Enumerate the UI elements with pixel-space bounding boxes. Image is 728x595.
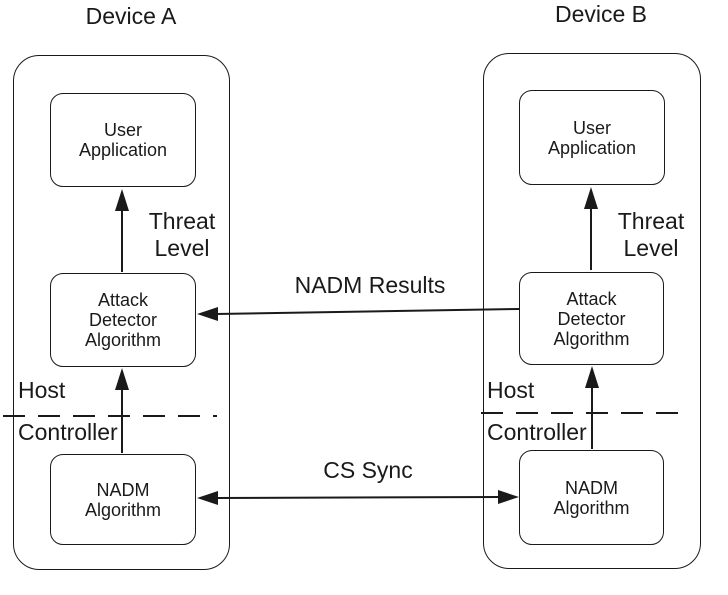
arrow-shaft — [215, 308, 520, 315]
device-b-attack-detector-box: Attack Detector Algorithm — [519, 272, 664, 365]
box-text-line: Algorithm — [553, 328, 630, 349]
device-a-controller-label: Controller — [18, 419, 118, 445]
device-a-attack-detector-box: Attack Detector Algorithm — [50, 273, 196, 367]
device-b-title: Device B — [554, 1, 648, 27]
cs-sync-label: CS Sync — [323, 457, 413, 483]
arrow-shaft — [215, 496, 501, 499]
box-text-line: Attack — [566, 288, 617, 309]
box-text-line: Application — [78, 140, 168, 160]
device-a-user-application-box: User Application — [50, 93, 196, 187]
box-text-line: Detector — [557, 308, 626, 329]
device-a-threat-level-label: Threat Level — [122, 208, 242, 262]
box-text-line: Algorithm — [553, 497, 630, 518]
box-text-line: NADM — [565, 477, 618, 498]
label-line: Threat — [617, 208, 685, 234]
box-text-line: Algorithm — [84, 330, 162, 350]
device-b-controller-label: Controller — [487, 419, 587, 445]
box-text-line: User — [572, 117, 611, 138]
device-b-host-label: Host — [487, 377, 535, 403]
box-text-line: User — [103, 120, 142, 140]
box-text-line: NADM — [96, 479, 150, 500]
label-line: Level — [154, 235, 210, 261]
box-text-line: Detector — [88, 310, 158, 330]
device-a-host-label: Host — [18, 377, 66, 403]
device-a-title: Device A — [85, 3, 177, 29]
device-b-threat-level-label: Threat Level — [591, 208, 711, 262]
label-line: Level — [623, 235, 679, 261]
box-text-line: Application — [547, 137, 637, 158]
label-line: Threat — [148, 208, 216, 234]
box-text-line: Algorithm — [84, 499, 162, 520]
device-b-user-application-box: User Application — [519, 90, 665, 185]
box-text-line: Attack — [97, 290, 149, 310]
nadm-results-arrow — [197, 307, 520, 321]
device-a-nadm-algorithm-box: NADM Algorithm — [50, 454, 196, 545]
device-b-nadm-algorithm-box: NADM Algorithm — [519, 450, 664, 545]
nadm-results-label: NADM Results — [294, 272, 446, 298]
cs-sync-arrow — [197, 490, 519, 505]
